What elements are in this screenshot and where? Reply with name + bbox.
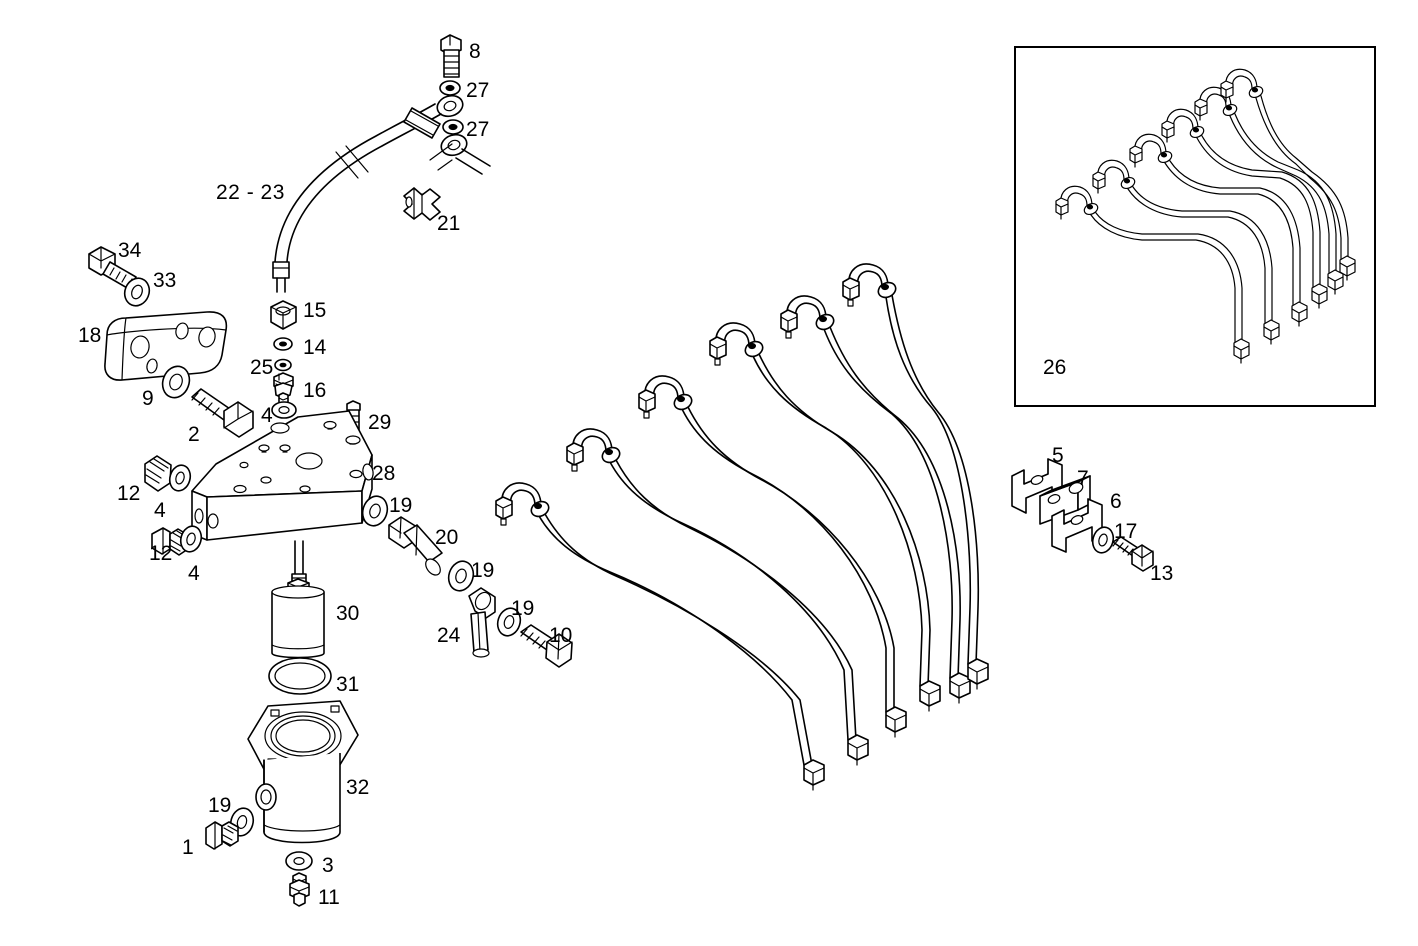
- part-4-washer-lower: [179, 525, 203, 553]
- part-24-banjo-elbow: [468, 587, 496, 658]
- part-15-hex-nut: [270, 300, 297, 330]
- callout-16: 16: [303, 379, 327, 402]
- callout-34: 34: [118, 239, 142, 262]
- part-21-hose-clip: [403, 187, 441, 221]
- callout-20: 20: [435, 526, 459, 549]
- part-13-bolt: [1112, 536, 1154, 572]
- part-28-manifold-block: [191, 410, 374, 541]
- part-20-valve-fitting: [388, 516, 443, 576]
- part-4-washer-upper: [168, 464, 192, 492]
- part-19-washer-c: [496, 607, 522, 637]
- part-27-sealing-washer-lower: [442, 119, 464, 135]
- inset-line-5: [1194, 86, 1344, 295]
- callout-30: 30: [336, 602, 360, 625]
- callout-3: 3: [322, 854, 334, 877]
- injection-line-4: [709, 322, 941, 712]
- callout-4-b: 4: [154, 499, 166, 522]
- part-9-washer: [161, 365, 191, 399]
- callout-33: 33: [153, 269, 177, 292]
- part-18-mounting-bracket: [104, 311, 228, 381]
- injection-line-2: [566, 428, 869, 766]
- banjo-eye-lower: [440, 133, 468, 157]
- callout-21: 21: [437, 212, 461, 235]
- callout-19-c: 19: [511, 597, 535, 620]
- part-7-clamp-insert: [1039, 475, 1091, 525]
- callout-4-c: 4: [188, 562, 200, 585]
- callout-1: 1: [182, 836, 194, 859]
- part-14-small-washer: [273, 337, 293, 351]
- callout-18: 18: [78, 324, 102, 347]
- part-32-filter-housing: [247, 700, 359, 844]
- injection-line-6: [842, 263, 989, 690]
- part-19-washer-a: [361, 495, 389, 527]
- callout-32: 32: [346, 776, 370, 799]
- inset-line-6: [1220, 68, 1356, 281]
- callout-19-a: 19: [389, 494, 413, 517]
- part-1-drain-bolt: [205, 821, 239, 850]
- part-31-gasket-ring: [268, 657, 332, 695]
- callout-12-a: 12: [117, 482, 141, 505]
- part-30-filter-element: [271, 540, 325, 659]
- part-10-banjo-bolt: [520, 624, 573, 668]
- inset-line-3: [1129, 133, 1308, 327]
- part-4-washer-top: [271, 401, 297, 419]
- part-16-screw-fitting: [273, 372, 294, 406]
- callout-24: 24: [437, 624, 461, 647]
- part-27-sealing-washer-upper: [439, 80, 461, 96]
- part-22-23-fuel-hose: [272, 103, 442, 293]
- callout-12-b: 12: [149, 542, 173, 565]
- part-17-washer: [1091, 526, 1115, 554]
- part-19-washer-b: [447, 560, 475, 592]
- inset-line-1: [1055, 185, 1250, 364]
- callout-6: 6: [1110, 490, 1122, 513]
- callout-25: 25: [250, 356, 274, 379]
- inset-panel-26: [1014, 46, 1376, 407]
- callout-19-b: 19: [471, 559, 495, 582]
- part-2-hollow-bolt: [191, 388, 254, 438]
- callout-31: 31: [336, 673, 360, 696]
- inset-artwork: [1055, 68, 1356, 364]
- callout-15: 15: [303, 299, 327, 322]
- inset-line-2: [1092, 159, 1280, 345]
- part-11-bleed-plug: [289, 872, 310, 907]
- callout-10: 10: [549, 624, 573, 647]
- callout-29: 29: [368, 411, 392, 434]
- callout-17: 17: [1114, 520, 1138, 543]
- part-3-seal-ring: [285, 851, 313, 871]
- injection-line-5: [780, 295, 971, 704]
- callout-7: 7: [1077, 467, 1089, 490]
- injection-line-3: [638, 375, 907, 738]
- callout-9: 9: [142, 387, 154, 410]
- callout-19-d: 19: [208, 794, 232, 817]
- part-5-clamp-half: [1011, 458, 1063, 514]
- callout-5: 5: [1052, 444, 1064, 467]
- injection-line-1: [495, 482, 825, 791]
- callout-26: 26: [1043, 356, 1067, 379]
- banjo-eye-upper: [436, 94, 464, 118]
- callout-4-a: 4: [261, 404, 273, 427]
- callout-13: 13: [1150, 562, 1174, 585]
- callout-11: 11: [318, 886, 340, 909]
- callout-8: 8: [469, 40, 481, 63]
- callout-27-a: 27: [466, 79, 490, 102]
- part-8-banjo-bolt: [440, 34, 462, 78]
- callout-14: 14: [303, 336, 327, 359]
- part-25-seal-ring: [274, 358, 292, 372]
- callout-2: 2: [188, 423, 200, 446]
- part-12-hollow-bolt-upper: [144, 455, 172, 492]
- part-33-washer: [123, 277, 151, 307]
- callout-27-b: 27: [466, 118, 490, 141]
- callout-28: 28: [372, 462, 396, 485]
- callout-22-23: 22 - 23: [216, 181, 285, 204]
- inset-line-4: [1161, 108, 1328, 309]
